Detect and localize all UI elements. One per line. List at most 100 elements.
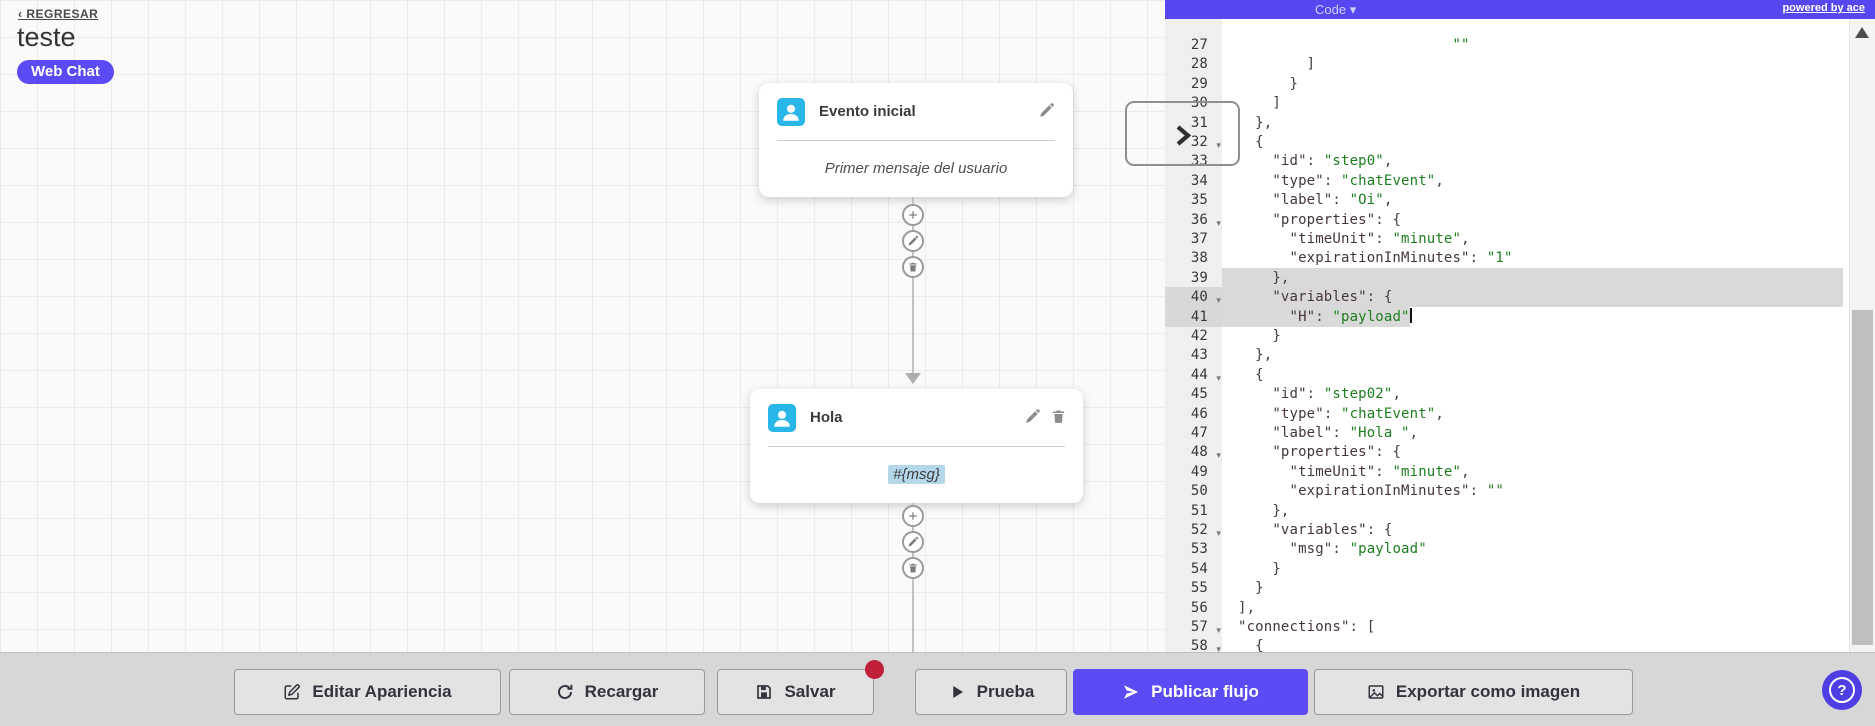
editar-apariencia-button[interactable]: Editar Apariencia: [234, 669, 501, 715]
line-number: 53: [1190, 541, 1208, 558]
connector-plus-button[interactable]: [902, 204, 924, 226]
selection-highlight: [1222, 287, 1843, 308]
code-line: "expirationInMinutes": "1": [1289, 250, 1513, 267]
line-number: 48▾: [1165, 442, 1222, 462]
editor-scrollbar-thumb[interactable]: [1852, 310, 1873, 645]
page-title: teste: [17, 22, 76, 52]
edit-square-icon: [283, 683, 301, 701]
line-number: 58▾: [1165, 636, 1222, 652]
code-line: },: [1238, 114, 1273, 131]
code-fold-icon[interactable]: ▾: [1216, 625, 1221, 635]
selection-highlight: [1222, 306, 1410, 327]
code-panel-header: Code ▾ powered by ace: [1165, 0, 1875, 19]
line-number: 46: [1190, 405, 1208, 422]
code-line: "label": "Hola ",: [1272, 425, 1419, 441]
line-number: 38: [1190, 250, 1208, 267]
send-icon: [1122, 683, 1140, 701]
panel-collapse-button[interactable]: [1125, 101, 1240, 166]
code-line: }: [1238, 328, 1281, 344]
publicar-flujo-button[interactable]: Publicar flujo: [1073, 669, 1308, 715]
connector-line: [912, 197, 914, 383]
refresh-icon: [556, 683, 574, 701]
code-line: "id": "step0",: [1272, 153, 1393, 170]
code-line: "type": "chatEvent",: [1272, 172, 1444, 189]
code-fold-icon[interactable]: ▾: [1216, 372, 1221, 383]
code-fold-icon[interactable]: ▾: [1216, 295, 1221, 306]
powered-by-ace-link[interactable]: powered by ace: [1782, 2, 1865, 14]
line-number: 47: [1190, 425, 1208, 441]
text-cursor: [1409, 307, 1412, 323]
code-line: "msg": "payload": [1289, 541, 1427, 558]
prueba-button[interactable]: Prueba: [915, 669, 1067, 715]
delete-node-icon[interactable]: [1050, 408, 1067, 425]
delete-icon: [907, 261, 919, 273]
plus-icon: [907, 209, 919, 221]
line-number: 37: [1190, 231, 1208, 247]
line-number: 55: [1190, 580, 1208, 597]
code-line: {: [1238, 638, 1264, 652]
code-fold-icon[interactable]: ▾: [1216, 528, 1221, 538]
code-line: },: [1238, 502, 1290, 519]
code-line: }: [1238, 580, 1264, 597]
edit-node-icon[interactable]: [1038, 102, 1055, 119]
line-number: 39: [1190, 269, 1208, 286]
node-evento-inicial[interactable]: Evento inicial Primer mensaje del usuari…: [759, 83, 1073, 197]
arrow-down-icon: [905, 373, 921, 384]
back-link[interactable]: ‹ REGRESAR: [18, 7, 99, 21]
node-header: Evento inicial: [759, 83, 1073, 140]
code-line: "variables": {: [1272, 289, 1393, 306]
code-line: }: [1238, 560, 1281, 577]
edit-node-icon[interactable]: [1024, 408, 1041, 425]
line-number: 50: [1190, 483, 1208, 500]
code-line: ],: [1238, 599, 1256, 616]
code-fold-icon[interactable]: ▾: [1216, 217, 1221, 228]
code-mode-dropdown[interactable]: Code ▾: [1315, 2, 1357, 17]
code-line: {: [1238, 134, 1264, 150]
line-number: 41: [1165, 306, 1222, 327]
line-number: 43: [1190, 347, 1208, 364]
line-number: 42: [1190, 328, 1208, 344]
edit-icon: [907, 536, 919, 548]
salvar-button[interactable]: Salvar: [717, 660, 884, 715]
edit-icon: [907, 235, 919, 247]
image-icon: [1367, 683, 1385, 701]
connector-delete-button[interactable]: [902, 557, 924, 579]
line-number: 36▾: [1165, 210, 1222, 230]
node-body-text: Primer mensaje del usuario: [824, 160, 1008, 177]
exportar-como-imagen-button[interactable]: Exportar como imagen: [1314, 669, 1633, 715]
line-number: 57▾: [1165, 617, 1222, 637]
code-fold-icon[interactable]: ▾: [1216, 644, 1221, 652]
help-button[interactable]: ?: [1822, 670, 1862, 710]
code-line: "type": "chatEvent",: [1272, 405, 1444, 422]
node-divider: [777, 140, 1055, 141]
channel-badge: Web Chat: [17, 60, 114, 84]
line-number: 54: [1190, 560, 1208, 577]
code-line: {: [1238, 366, 1264, 383]
delete-icon: [907, 562, 919, 574]
connector-plus-button[interactable]: [902, 505, 924, 527]
line-number: 56: [1190, 599, 1208, 616]
code-fold-icon[interactable]: ▾: [1216, 450, 1221, 461]
play-icon: [948, 683, 966, 701]
line-number: 31: [1190, 114, 1208, 131]
person-icon: [777, 98, 805, 126]
code-line: "": [1452, 37, 1470, 53]
scroll-up-arrow-icon[interactable]: [1855, 27, 1869, 38]
code-line: "properties": {: [1272, 211, 1402, 228]
node-divider: [768, 446, 1065, 447]
line-number: 30: [1190, 95, 1208, 112]
connector-delete-button[interactable]: [902, 256, 924, 278]
node-hola[interactable]: Hola #{msg}: [750, 389, 1083, 503]
recargar-button[interactable]: Recargar: [509, 669, 705, 715]
code-fold-icon[interactable]: ▾: [1216, 140, 1221, 150]
connector-edit-button[interactable]: [902, 531, 924, 553]
code-line: },: [1238, 269, 1290, 286]
line-number: 28: [1190, 56, 1208, 73]
code-line: "id": "step02",: [1272, 386, 1402, 403]
node-title: Evento inicial: [819, 103, 916, 120]
connector-edit-button[interactable]: [902, 230, 924, 252]
node-title: Hola: [810, 409, 843, 426]
